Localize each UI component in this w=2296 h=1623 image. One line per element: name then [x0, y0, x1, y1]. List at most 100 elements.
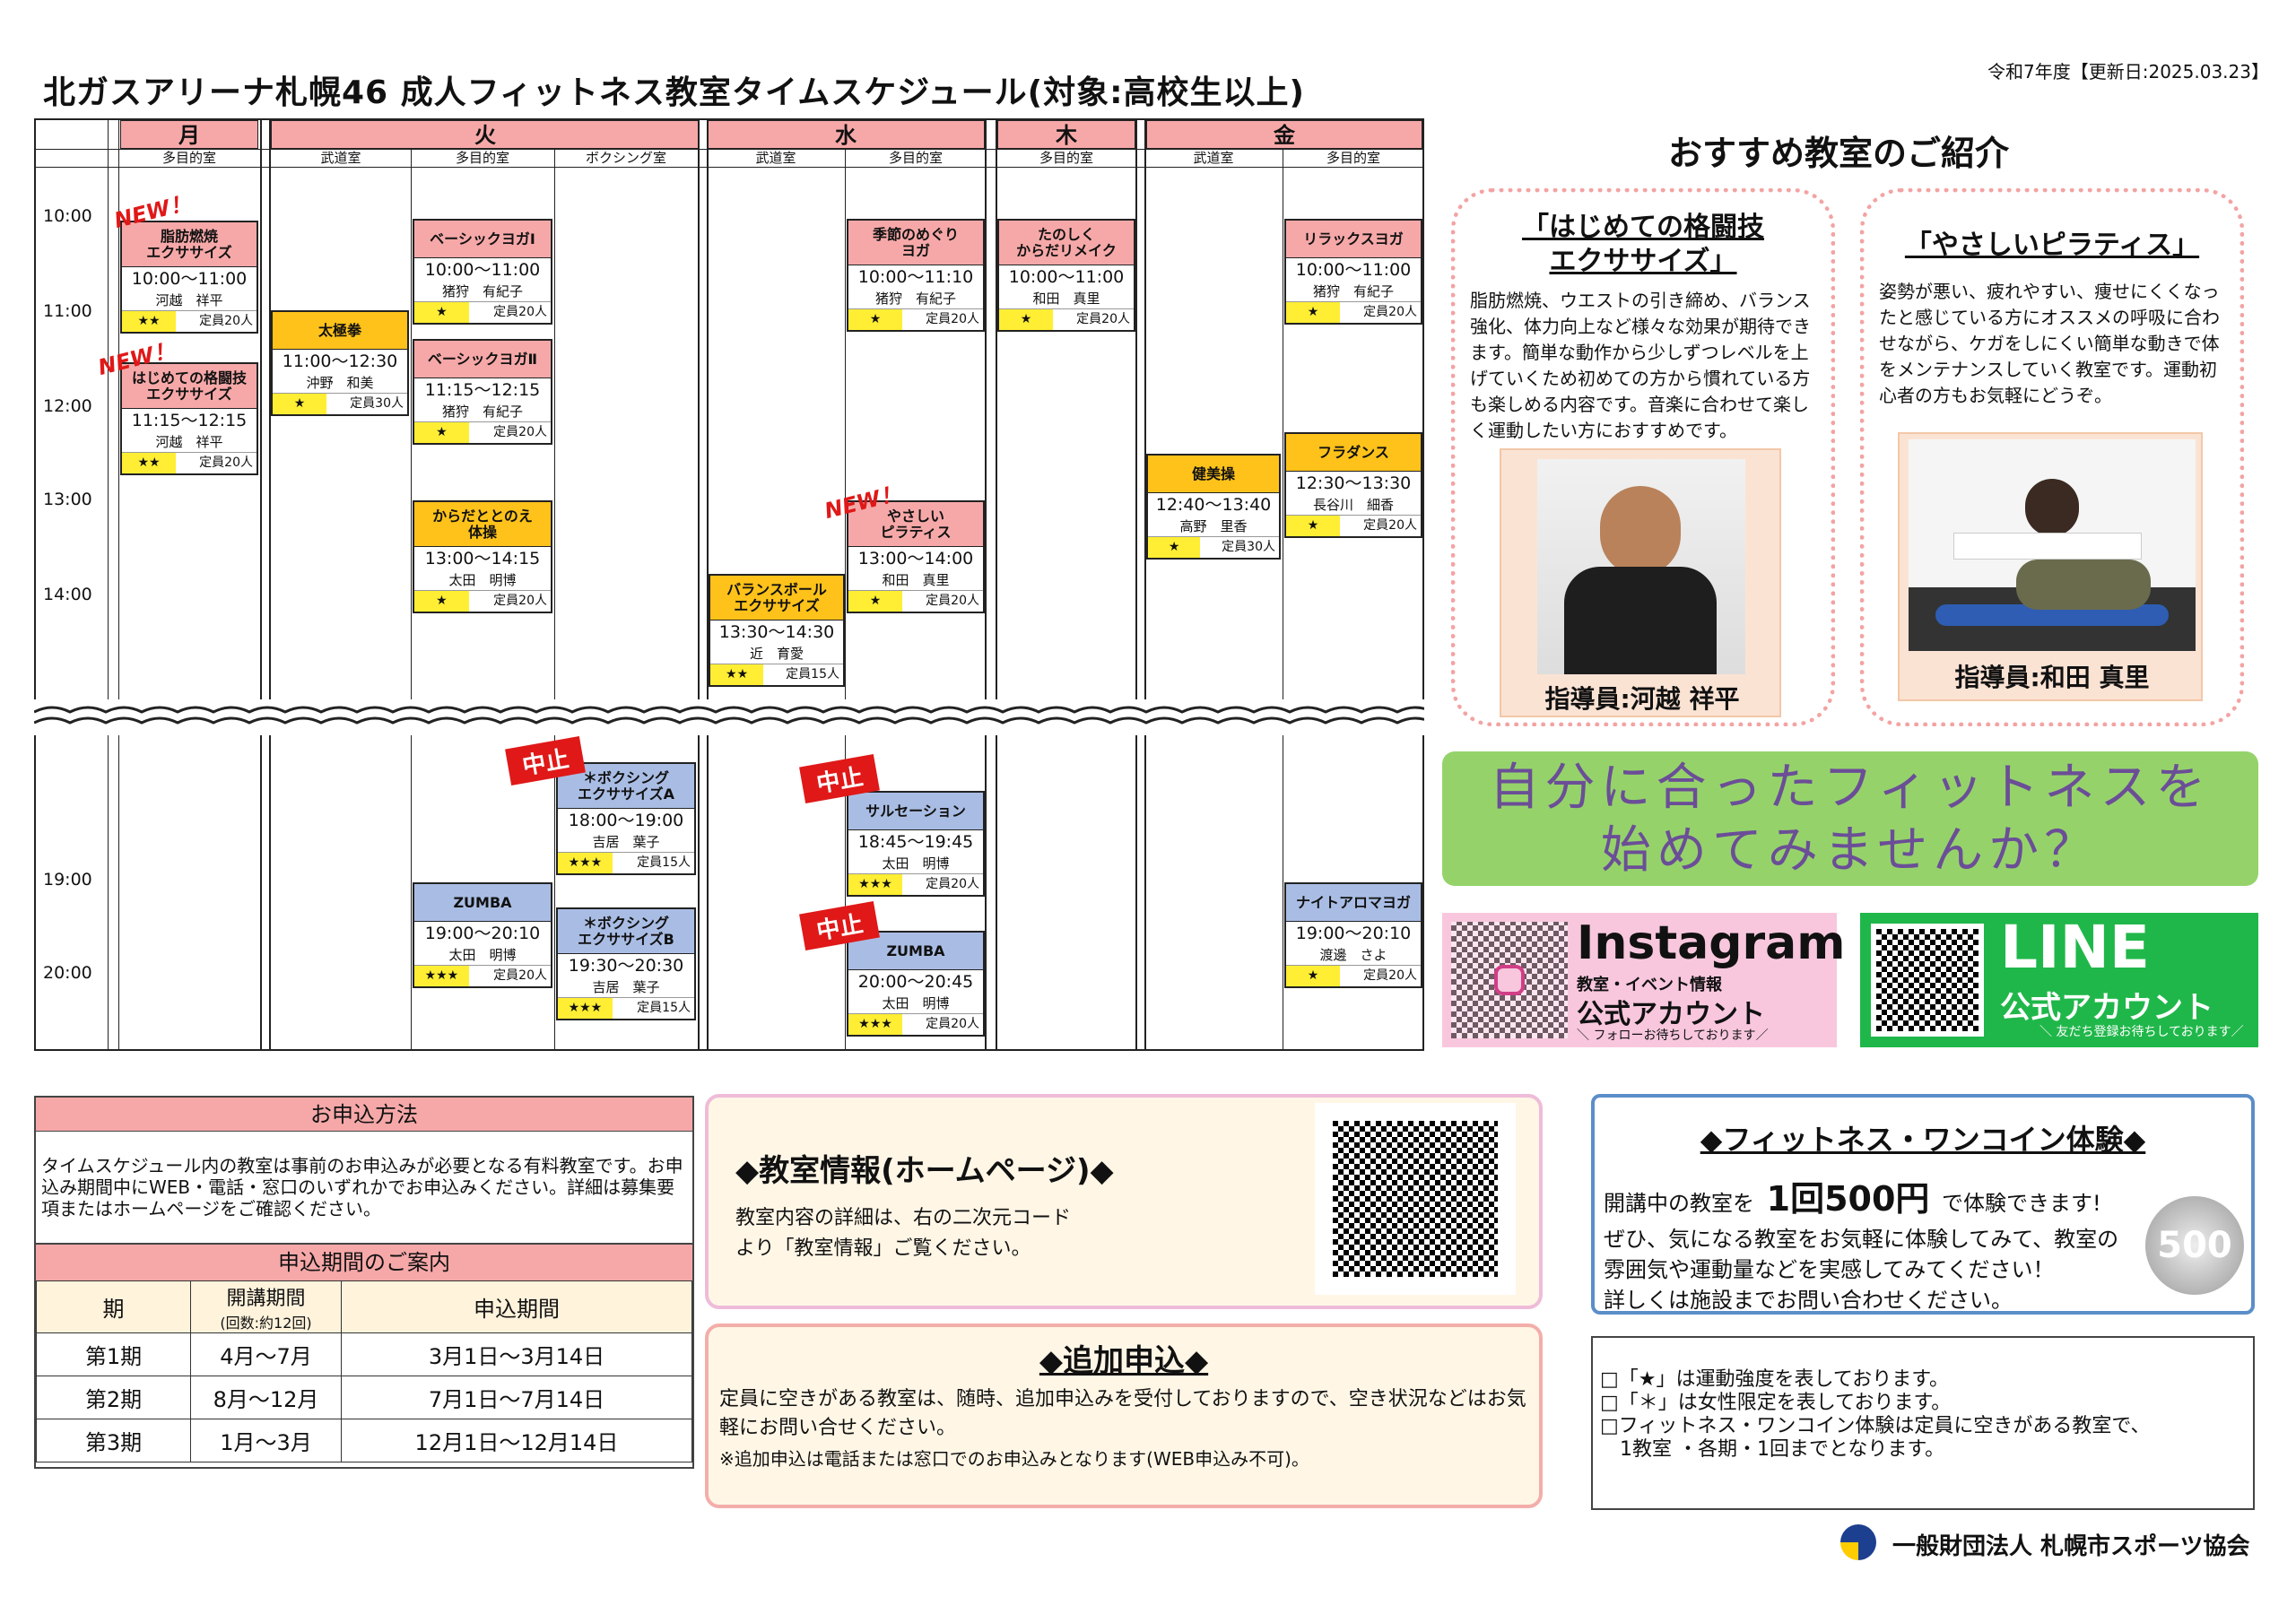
instagram-title: Instagram	[1577, 916, 1846, 970]
apply-text: タイムスケジュール内の教室は事前のお申込みが必要となる有料教室です。お申込み期間…	[41, 1155, 683, 1219]
class-time: 12:30～13:30	[1295, 473, 1412, 493]
class-time: 19:00～20:10	[424, 924, 541, 943]
line-title: LINE	[2000, 913, 2150, 982]
extra-text: 定員に空きがある教室は、随時、追加申込みを受付しておりますので、空き状況などはお…	[719, 1388, 1526, 1439]
line-panel[interactable]: LINE 公式アカウント ＼ 友だち登録お待ちしております／	[1860, 913, 2258, 1047]
class-time: 10:00～11:00	[1008, 267, 1125, 287]
class-instructor: 吉居 葉子	[592, 979, 660, 995]
class-name: 太極拳	[273, 312, 407, 350]
intensity-stars: ★	[1148, 537, 1201, 558]
class-name: ベーシックヨガⅡ	[414, 341, 551, 378]
intensity-stars: ★	[414, 422, 469, 443]
class-instructor: 和田 真里	[1032, 291, 1100, 307]
class-name: からだととのえ 体操	[414, 502, 551, 547]
room-header: 武道室	[755, 150, 796, 166]
col-header: 開講期間(回数:約12回)	[190, 1280, 342, 1333]
time-label: 11:00	[43, 301, 92, 321]
class-name: フラダンス	[1286, 434, 1421, 472]
instructor-photo: 指導員:和田 真里	[1898, 432, 2203, 701]
day-header-fri: 金	[1146, 120, 1422, 149]
apply-method-box: お申込方法 タイムスケジュール内の教室は事前のお申込みが必要となる有料教室です。…	[34, 1096, 694, 1245]
coin-price: 1回500円	[1766, 1179, 1930, 1219]
class-instructor: 太田 明博	[448, 947, 517, 963]
class-instructor: 沖野 和美	[306, 375, 374, 391]
intensity-stars: ★	[1286, 516, 1340, 536]
homepage-qr-code[interactable]	[1315, 1103, 1516, 1295]
recommend-title: おすすめ教室のご紹介	[1668, 134, 2010, 173]
coin-image: 500	[2145, 1196, 2244, 1295]
class-instructor: 長谷川 細香	[1312, 497, 1394, 513]
class-time: 10:00～11:00	[131, 269, 248, 289]
line-qr-code[interactable]	[1876, 929, 1979, 1031]
class-capacity: 定員30人	[350, 396, 404, 411]
class-name: バランスボール エクササイズ	[710, 576, 843, 621]
class-capacity: 定員20人	[926, 312, 979, 326]
intensity-stars: ★★★	[414, 966, 469, 986]
instagram-panel[interactable]: Instagram 教室・イベント情報 公式アカウント ＼ フォローお待ちしてお…	[1442, 913, 1845, 1047]
class-capacity: 定員20人	[926, 594, 979, 608]
intensity-stars: ★★★	[848, 1014, 902, 1035]
time-label: 10:00	[43, 206, 92, 226]
intensity-stars: ★	[273, 394, 326, 414]
room-header: ボクシング室	[585, 150, 666, 166]
line-friend: ＼ 友だち登録お待ちしております／	[2039, 1025, 2244, 1039]
class-name: サルセーション	[848, 793, 983, 830]
time-break-wave	[34, 699, 1424, 735]
extra-note: ※追加申込は電話または窓口でのお申込みとなります(WEB申込み不可)。	[719, 1448, 1309, 1470]
class-capacity: 定員20人	[1363, 518, 1417, 533]
class-time: 20:00～20:45	[857, 972, 974, 992]
class-name: やさしい ピラティス	[848, 502, 983, 547]
timetable: 月 火 水 木 金 多目的室 武道室 多目的室 ボクシング室 武道室 多目的室 …	[34, 118, 1424, 1051]
class-time: 10:00～11:10	[857, 267, 974, 287]
class-time: 18:00～19:00	[568, 811, 684, 830]
class-time: 10:00～11:00	[424, 260, 541, 280]
instagram-icon	[1494, 965, 1525, 995]
intensity-stars: ★★	[122, 311, 176, 332]
class-time: 13:30～14:30	[718, 622, 835, 642]
class-name: ベーシックヨガⅠ	[414, 221, 551, 258]
room-header: 多目的室	[455, 150, 509, 166]
card-text: 姿勢が悪い、疲れやすい、痩せにくくなったと感じている方にオススメの呼吸に合わせな…	[1879, 281, 2220, 406]
day-header-wed: 水	[707, 120, 985, 149]
day-header-mon: 月	[120, 120, 258, 149]
intensity-stars: ★★	[122, 453, 176, 473]
class-instructor: 太田 明博	[448, 572, 517, 588]
extra-apply-box: ◆追加申込◆ 定員に空きがある教室は、随時、追加申込みを受付しておりますので、空…	[705, 1324, 1543, 1508]
card-title: 「はじめての格闘技 エクササイズ」	[1522, 212, 1764, 277]
update-date: 令和7年度【更新日:2025.03.23】	[1987, 61, 2269, 82]
class-capacity: 定員20人	[1363, 305, 1417, 319]
class-time: 11:15～12:15	[131, 411, 248, 430]
intensity-stars: ★	[414, 591, 469, 612]
class-time: 18:45～19:45	[857, 832, 974, 852]
intensity-stars: ★	[1286, 966, 1340, 986]
class-capacity: 定員15人	[786, 667, 839, 681]
class-time: 12:40～13:40	[1155, 495, 1272, 515]
note-item: □「＊」は女性限定を表しております。	[1600, 1392, 1952, 1414]
class-time: 13:00～14:00	[857, 549, 974, 568]
room-header: 武道室	[320, 150, 361, 166]
line-account: 公式アカウント	[2000, 990, 2213, 1026]
class-name: ZUMBA	[414, 884, 551, 922]
card-text: 脂肪燃焼、ウエストの引き締め、バランス強化、体力向上など様々な効果が期待できます…	[1470, 290, 1811, 441]
instructor-photo: 指導員:河越 祥平	[1500, 448, 1781, 717]
class-time: 13:00～14:15	[424, 549, 541, 568]
class-capacity: 定員20人	[926, 1017, 979, 1031]
class-info-box: ◆教室情報(ホームページ)◆ 教室内容の詳細は、右の二次元コード より「教室情報…	[705, 1094, 1543, 1309]
class-instructor: 和田 真里	[882, 572, 950, 588]
class-capacity: 定員20人	[199, 456, 253, 470]
period-title: 申込期間のご案内	[36, 1245, 692, 1280]
class-instructor: 吉居 葉子	[592, 834, 660, 850]
